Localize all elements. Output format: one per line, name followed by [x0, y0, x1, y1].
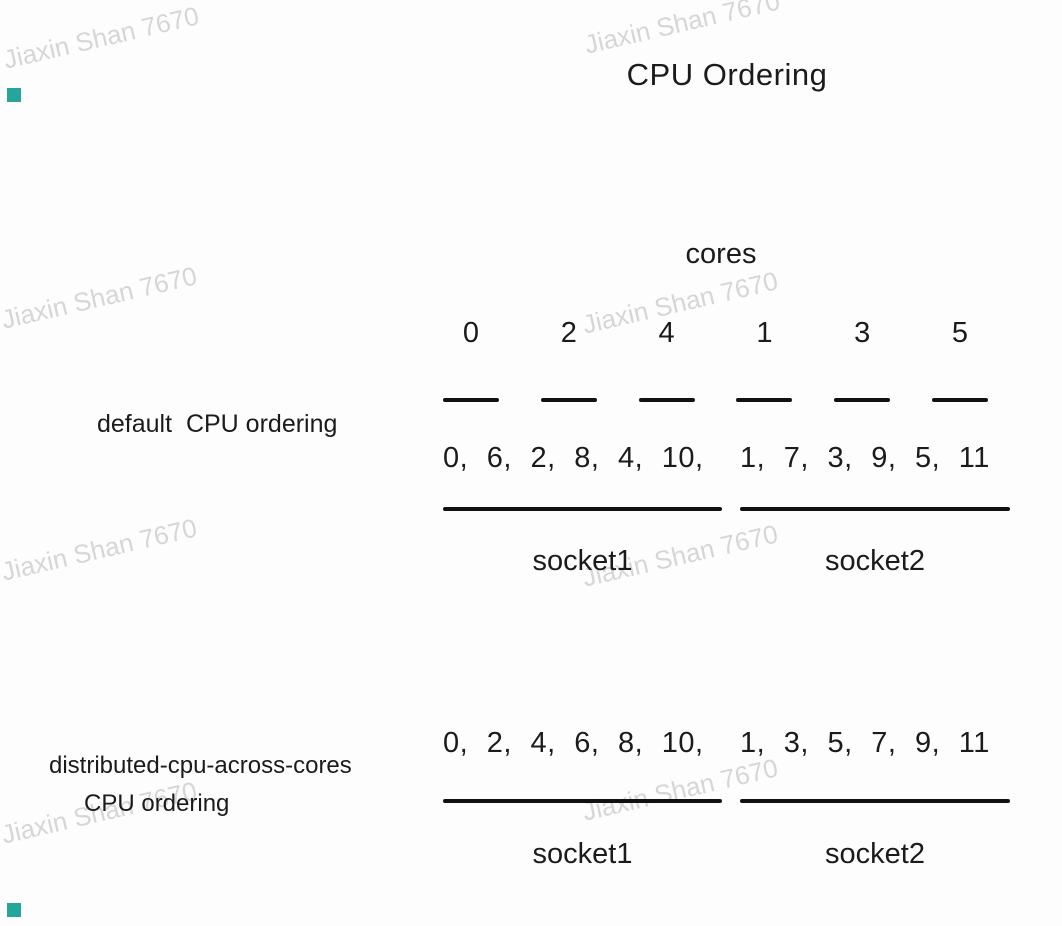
watermark-text: Jiaxin Shan 7670	[0, 0, 202, 75]
default-ordering-label: default CPU ordering	[97, 410, 338, 438]
core-underline	[931, 398, 988, 402]
watermark-text: Jiaxin Shan 7670	[579, 752, 781, 827]
distributed-ordering-label-line1: distributed-cpu-across-cores	[49, 752, 352, 779]
core-number: 0	[462, 317, 480, 349]
core-number: 2	[560, 317, 577, 349]
accent-square-bottom	[7, 903, 21, 917]
distributed-socket2-line	[740, 799, 1010, 803]
core-underline	[736, 398, 793, 402]
core-number: 3	[854, 317, 871, 349]
watermark-text: Jiaxin Shan 7670	[0, 260, 200, 335]
core-underline	[540, 398, 597, 402]
watermark-text: Jiaxin Shan 7670	[581, 0, 783, 60]
distributed-ordering-label-line2: CPU ordering	[84, 790, 230, 817]
default-socket1-values: 0, 6, 2, 8, 4, 10,	[443, 442, 704, 474]
core-numbers-row: 0 2 4 1 3 5	[443, 317, 988, 350]
core-number: 4	[658, 317, 675, 349]
distributed-socket2-label: socket2	[825, 838, 925, 870]
default-socket2-label: socket2	[825, 545, 925, 577]
watermark-text: Jiaxin Shan 7670	[0, 512, 200, 587]
core-underline	[638, 398, 695, 402]
default-socket2-values: 1, 7, 3, 9, 5, 11	[740, 442, 990, 474]
core-underline	[443, 398, 499, 402]
cores-label: cores	[685, 238, 757, 270]
diagram-title: CPU Ordering	[626, 57, 828, 92]
default-socket1-label: socket1	[532, 545, 633, 577]
core-underline	[834, 398, 891, 402]
core-number: 1	[756, 317, 773, 349]
distributed-socket1-line	[443, 799, 722, 803]
core-number: 5	[951, 317, 969, 349]
core-underlines-row	[443, 398, 988, 402]
distributed-socket2-values: 1, 3, 5, 7, 9, 11	[740, 727, 990, 759]
default-socket2-line	[740, 507, 1010, 511]
distributed-socket1-values: 0, 2, 4, 6, 8, 10,	[443, 727, 704, 759]
accent-square-top	[7, 88, 21, 102]
distributed-socket1-label: socket1	[532, 838, 633, 870]
default-socket1-line	[443, 507, 722, 511]
